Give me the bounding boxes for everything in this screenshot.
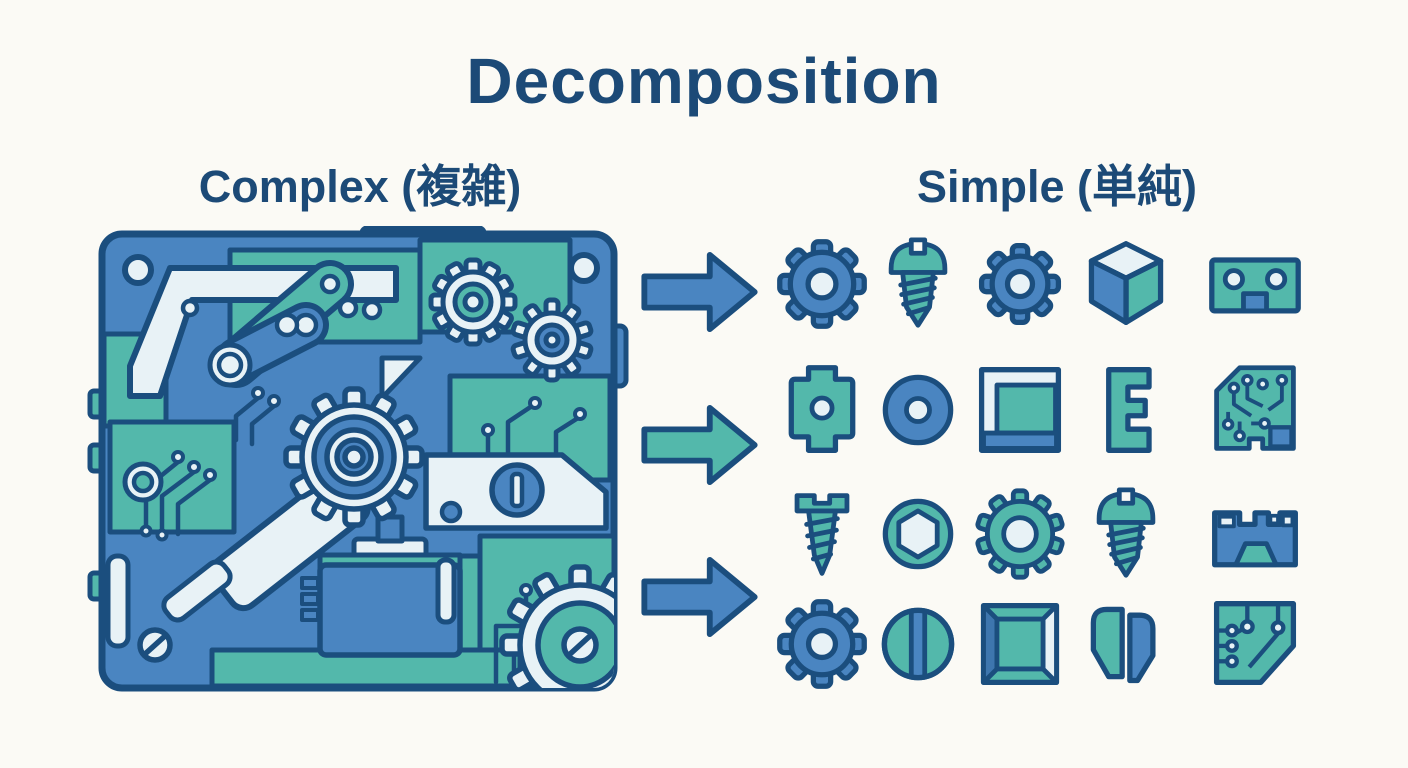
part-circuit-board-angled bbox=[1203, 596, 1307, 692]
machine-gear-top bbox=[431, 260, 515, 344]
part-panel-frame bbox=[972, 362, 1068, 458]
part-plate-with-tabs bbox=[774, 362, 870, 458]
part-circuit-board-notched bbox=[1203, 362, 1307, 458]
part-plate-with-two-holes bbox=[1203, 236, 1307, 332]
part-gear-small-blue bbox=[972, 236, 1068, 332]
part-screw-pan-head-teal-2 bbox=[1078, 486, 1174, 582]
part-split-bushing bbox=[1078, 596, 1174, 692]
part-gear-large-blue bbox=[774, 236, 870, 332]
machine-circuit-traces bbox=[143, 395, 277, 537]
part-screw-pan-head-teal bbox=[870, 236, 966, 332]
machine-gear-center bbox=[286, 389, 422, 525]
part-cube-3d bbox=[1078, 236, 1174, 332]
part-washer-blue bbox=[870, 362, 966, 458]
page-title: Decomposition bbox=[466, 45, 942, 117]
part-e-bracket bbox=[1078, 362, 1174, 458]
complex-machine-illustration bbox=[87, 226, 629, 692]
machine-gear-right bbox=[512, 300, 592, 380]
part-gear-blue bbox=[774, 596, 870, 692]
machine-engine-block bbox=[300, 514, 463, 658]
complex-label: Complex (複雑) bbox=[198, 161, 522, 212]
arrow-bottom bbox=[641, 556, 758, 638]
part-screw-flat-head-teal bbox=[774, 486, 870, 582]
part-bracket-castellated bbox=[1203, 486, 1307, 582]
arrow-middle bbox=[641, 404, 758, 486]
part-slotted-fastener-head bbox=[870, 596, 966, 692]
part-gear-teal bbox=[972, 486, 1068, 582]
part-hex-socket-nut bbox=[870, 486, 966, 582]
arrow-top bbox=[641, 251, 758, 333]
machine-screw-head bbox=[137, 626, 599, 664]
machine-corner-bolt bbox=[568, 252, 600, 284]
simple-label: Simple (単純) bbox=[916, 161, 1198, 212]
machine-corner-bolt bbox=[122, 254, 154, 286]
part-frame-beveled bbox=[972, 596, 1068, 692]
